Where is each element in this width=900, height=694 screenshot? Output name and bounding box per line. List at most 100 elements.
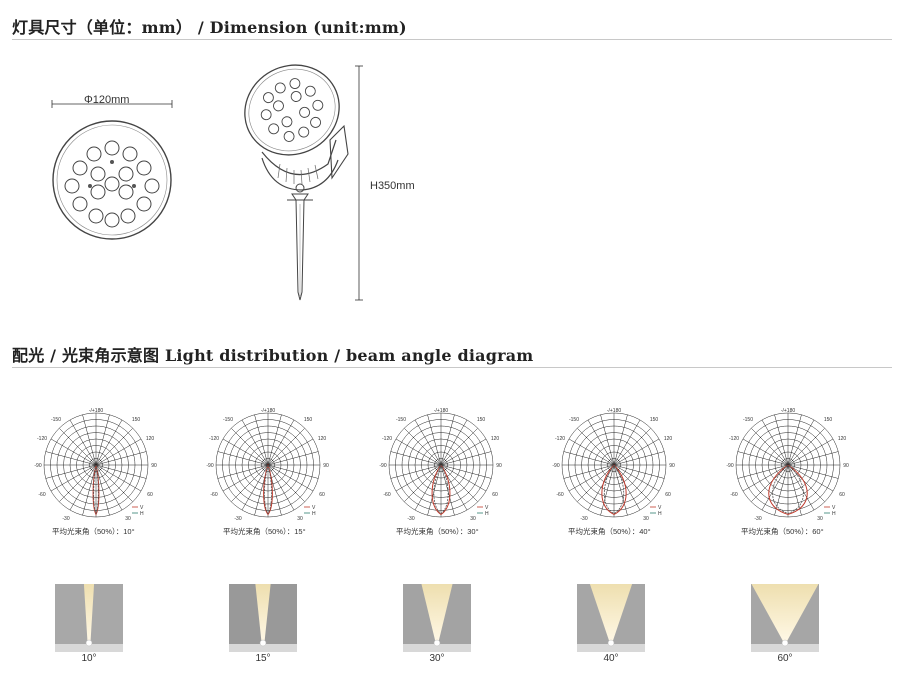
curve-v: [431, 464, 451, 515]
legend-v-label: V: [485, 505, 489, 511]
light-source: [259, 639, 267, 647]
polar-tick-upper-left: -150: [51, 417, 61, 423]
legend-h-label: H: [140, 511, 144, 517]
polar-diagram-5: -/+180 -150 150 -120 120 -90 90 -60 60 -30 30 VH: [726, 408, 849, 522]
light-source: [607, 639, 615, 647]
beam-caption-4: 平均光束角（50%）：40°: [568, 527, 651, 536]
curve-h: [433, 464, 449, 514]
curve-h: [93, 464, 99, 515]
light-source: [85, 639, 93, 647]
legend-v-label: V: [312, 505, 316, 511]
polar-tick-right-upper: 120: [491, 436, 500, 442]
polar-tick-left-upper: -120: [209, 436, 219, 442]
polar-tick-bottom-right: 30: [643, 516, 649, 522]
polar-tick-right: 90: [843, 463, 849, 469]
polar-tick-left: -90: [34, 463, 41, 469]
polar-tick-upper-right: 150: [304, 417, 313, 423]
polar-tick-right-upper: 120: [838, 436, 847, 442]
fixture-front-view: [51, 100, 173, 240]
polar-tick-left-upper: -120: [555, 436, 565, 442]
polar-tick-upper-right: 150: [477, 417, 486, 423]
light-cone: [83, 584, 95, 642]
curve-h: [772, 464, 804, 514]
polar-tick-bottom-left: -30: [234, 516, 241, 522]
polar-tick-left-lower: -60: [38, 492, 45, 498]
beam-label-3: 30°: [429, 653, 445, 664]
beam-illustration-3: [403, 584, 471, 652]
polar-tick-bottom-left: -30: [407, 516, 414, 522]
polar-tick-left-upper: -120: [382, 436, 392, 442]
polar-tick-bottom-left: -30: [580, 516, 587, 522]
polar-tick-right-lower: 60: [147, 492, 153, 498]
polar-tick-upper-left: -150: [223, 417, 233, 423]
polar-tick-upper-left: -150: [396, 417, 406, 423]
polar-tick-left-lower: -60: [556, 492, 563, 498]
polar-tick-right: 90: [323, 463, 329, 469]
beam-caption-2: 平均光束角（50%）：15°: [223, 527, 306, 536]
beam-caption-1: 平均光束角（50%）：10°: [52, 527, 135, 536]
polar-tick-upper-right: 150: [824, 417, 833, 423]
polar-tick-right-upper: 120: [318, 436, 327, 442]
polar-tick-left: -90: [726, 463, 733, 469]
polar-tick-right-lower: 60: [492, 492, 498, 498]
polar-tick-upper-left: -150: [569, 417, 579, 423]
curve-v: [263, 463, 273, 516]
legend-h-label: H: [485, 511, 489, 517]
polar-tick-right-lower: 60: [665, 492, 671, 498]
polar-tick-top: -/+180: [781, 408, 796, 414]
beam-illustration-4: [577, 584, 645, 652]
polar-tick-right-lower: 60: [319, 492, 325, 498]
polar-tick-bottom-right: 30: [470, 516, 476, 522]
polar-tick-upper-left: -150: [743, 417, 753, 423]
polar-tick-right: 90: [151, 463, 157, 469]
polar-tick-left-lower: -60: [730, 492, 737, 498]
polar-tick-left-lower: -60: [383, 492, 390, 498]
beam-illustration-2: [229, 584, 297, 652]
polar-tick-left-upper: -120: [37, 436, 47, 442]
beam-label-5: 60°: [777, 653, 793, 664]
polar-tick-right-lower: 60: [839, 492, 845, 498]
beam-caption-5: 平均光束角（50%）：60°: [741, 527, 824, 536]
diameter-label: Φ120mm: [84, 94, 130, 106]
light-source: [781, 639, 789, 647]
polar-tick-left-lower: -60: [210, 492, 217, 498]
polar-tick-top: -/+180: [89, 408, 104, 414]
legend-h-label: H: [832, 511, 836, 517]
polar-tick-left: -90: [379, 463, 386, 469]
polar-tick-upper-right: 150: [132, 417, 141, 423]
curve-v: [601, 464, 627, 515]
light-cone: [421, 584, 453, 642]
polar-tick-left: -90: [552, 463, 559, 469]
beam-illustration-1: [55, 584, 123, 652]
beam-illustration-5: [751, 584, 819, 652]
polar-tick-top: -/+180: [607, 408, 622, 414]
dimension-section-title: 灯具尺寸（单位：mm） / Dimension (unit:mm): [12, 18, 407, 37]
polar-tick-top: -/+180: [261, 408, 276, 414]
polar-tick-bottom-right: 30: [125, 516, 131, 522]
polar-tick-bottom-right: 30: [817, 516, 823, 522]
light-source: [433, 639, 441, 647]
polar-tick-top: -/+180: [434, 408, 449, 414]
polar-tick-upper-right: 150: [650, 417, 659, 423]
beam-label-1: 10°: [81, 653, 97, 664]
polar-tick-left: -90: [206, 463, 213, 469]
polar-tick-right-upper: 120: [664, 436, 673, 442]
height-label: H350mm: [370, 180, 415, 192]
beam-label-2: 15°: [255, 653, 271, 664]
curve-h: [264, 463, 272, 515]
polar-tick-left-upper: -120: [729, 436, 739, 442]
curve-v: [92, 464, 100, 516]
beam-label-4: 40°: [603, 653, 619, 664]
legend-v-label: V: [832, 505, 836, 511]
beam-caption-3: 平均光束角（50%）：30°: [396, 527, 479, 536]
polar-tick-bottom-right: 30: [297, 516, 303, 522]
light-cone: [751, 584, 819, 642]
polar-tick-right: 90: [669, 463, 675, 469]
legend-v-label: V: [658, 505, 662, 511]
dimension-divider: [12, 39, 892, 40]
polar-tick-bottom-left: -30: [754, 516, 761, 522]
